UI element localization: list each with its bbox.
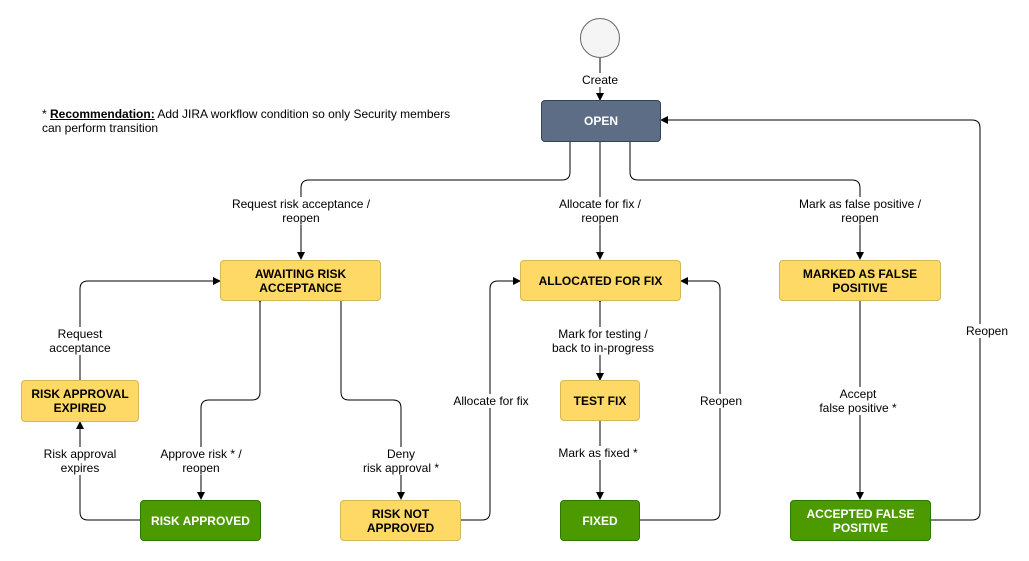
- label-approve-risk: Approve risk * / reopen: [159, 447, 243, 475]
- state-risk-approved[interactable]: RISK APPROVED: [140, 500, 261, 541]
- edge-expired-awaiting: [79, 277, 221, 380]
- note-text: Add JIRA workflow condition so only Secu…: [42, 107, 451, 135]
- recommendation-note: * Recommendation: Add JIRA workflow cond…: [42, 107, 472, 135]
- state-risk-not-approved[interactable]: RISK NOT APPROVED: [340, 500, 461, 541]
- note-emphasis: Recommendation:: [50, 107, 155, 121]
- state-awaiting-risk-acceptance[interactable]: AWAITING RISK ACCEPTANCE: [220, 260, 381, 301]
- label-allocate-for-fix-reopen: Allocate for fix / reopen: [557, 197, 643, 225]
- edge-open-marked-fp: [626, 135, 864, 260]
- state-fixed[interactable]: FIXED: [560, 500, 640, 541]
- state-test-fix[interactable]: TEST FIX: [560, 380, 640, 421]
- label-accept-false-positive: Accept false positive *: [818, 387, 898, 415]
- label-deny-risk-approval: Deny risk approval *: [361, 447, 441, 475]
- edge-acceptedfp-open: [660, 116, 981, 521]
- state-open[interactable]: OPEN: [541, 100, 661, 142]
- label-reopen-accepted: Reopen: [964, 324, 1010, 338]
- label-mark-false-positive: Mark as false positive / reopen: [797, 197, 923, 225]
- state-risk-approval-expired[interactable]: RISK APPROVAL EXPIRED: [21, 380, 139, 422]
- state-marked-false-positive[interactable]: MARKED AS FALSE POSITIVE: [779, 260, 941, 301]
- state-accepted-false-positive[interactable]: ACCEPTED FALSE POSITIVE: [790, 500, 931, 541]
- state-allocated-for-fix[interactable]: ALLOCATED FOR FIX: [520, 260, 681, 301]
- label-allocate-for-fix: Allocate for fix: [452, 394, 530, 408]
- label-reopen-fixed: Reopen: [698, 394, 744, 408]
- label-create: Create: [580, 73, 620, 87]
- start-node: [580, 18, 620, 58]
- edge-awaiting-approved: [197, 295, 264, 500]
- edge-open-awaiting: [297, 135, 574, 260]
- label-request-risk-acceptance: Request risk acceptance / reopen: [230, 197, 372, 225]
- label-risk-approval-expires: Risk approval expires: [42, 447, 118, 475]
- label-request-acceptance: Request acceptance: [48, 327, 112, 355]
- label-mark-as-fixed: Mark as fixed *: [557, 446, 639, 460]
- note-prefix: *: [42, 107, 51, 121]
- edge-awaiting-notapproved: [340, 301, 405, 500]
- label-mark-for-testing: Mark for testing / back to in-progress: [550, 327, 656, 355]
- edge-approved-expired: [76, 421, 140, 521]
